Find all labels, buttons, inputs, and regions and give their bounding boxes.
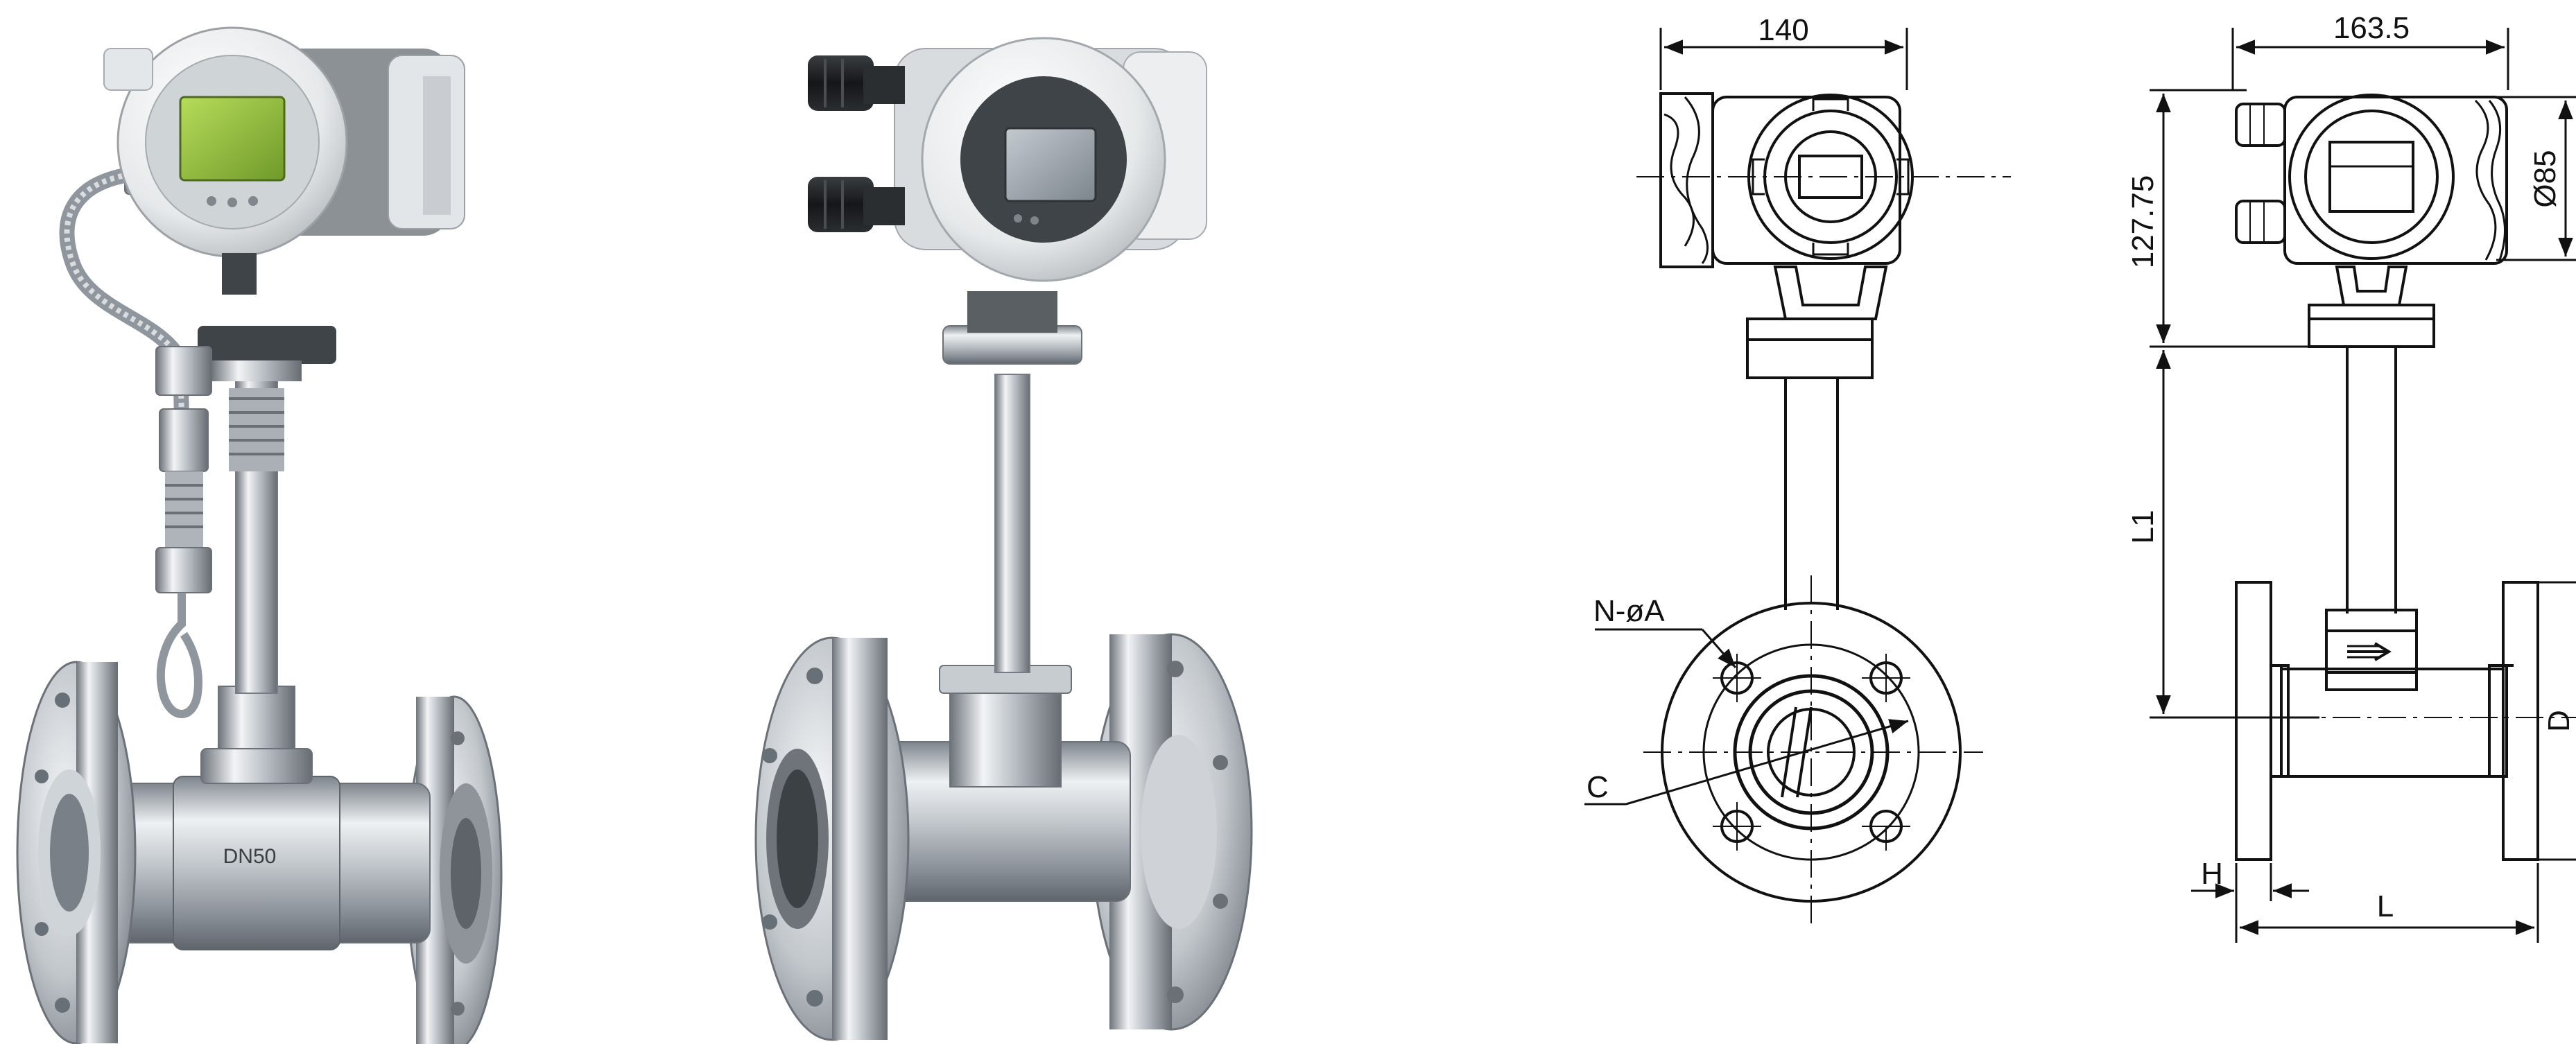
side-view-drawing: 163.5 127.75 Ø85: [2126, 11, 2576, 943]
width-label-front: 140: [1758, 13, 1808, 47]
cooling-fins: [229, 388, 284, 471]
flange-diameter-dimension: D: [2538, 581, 2576, 861]
holes-callout: N-øA: [1593, 594, 1737, 668]
stem-length-label: L1: [2126, 510, 2160, 544]
left-flange-mid: [754, 636, 910, 1041]
front-view-drawing: 140: [1584, 13, 2011, 929]
diameter-dimension: Ø85: [2496, 96, 2576, 261]
width-label-side: 163.5: [2333, 11, 2410, 45]
overall-length-dimension: L: [2240, 863, 2539, 943]
flange-thickness-label: H: [2201, 857, 2223, 891]
stem-length-dimension: L1: [2126, 350, 2319, 719]
width-dimension-140: 140: [1659, 13, 1908, 90]
cable-glands: [808, 55, 905, 232]
bolt-circle-callout: C: [1584, 719, 1909, 806]
height-label: 127.75: [2126, 175, 2160, 269]
holes-label: N-øA: [1593, 594, 1665, 628]
left-flange: [16, 661, 137, 1044]
diameter-label: Ø85: [2528, 150, 2562, 207]
meter-photo-left: DN50: [16, 26, 503, 1044]
transmitter-housing-left: [103, 26, 465, 295]
flange-diameter-label: D: [2542, 710, 2576, 732]
height-dimension: 127.75: [2126, 89, 2330, 348]
bolt-holes: [1713, 654, 1910, 851]
flange-thickness-dimension: H: [2191, 857, 2309, 943]
bolt-circle-label: C: [1587, 770, 1609, 804]
transmitter-housing-middle: [894, 37, 1207, 282]
width-dimension-163-5: 163.5: [2231, 11, 2509, 90]
meter-photo-middle: [754, 37, 1253, 1041]
overall-length-label: L: [2377, 889, 2394, 923]
body-size-label: DN50: [223, 845, 277, 868]
